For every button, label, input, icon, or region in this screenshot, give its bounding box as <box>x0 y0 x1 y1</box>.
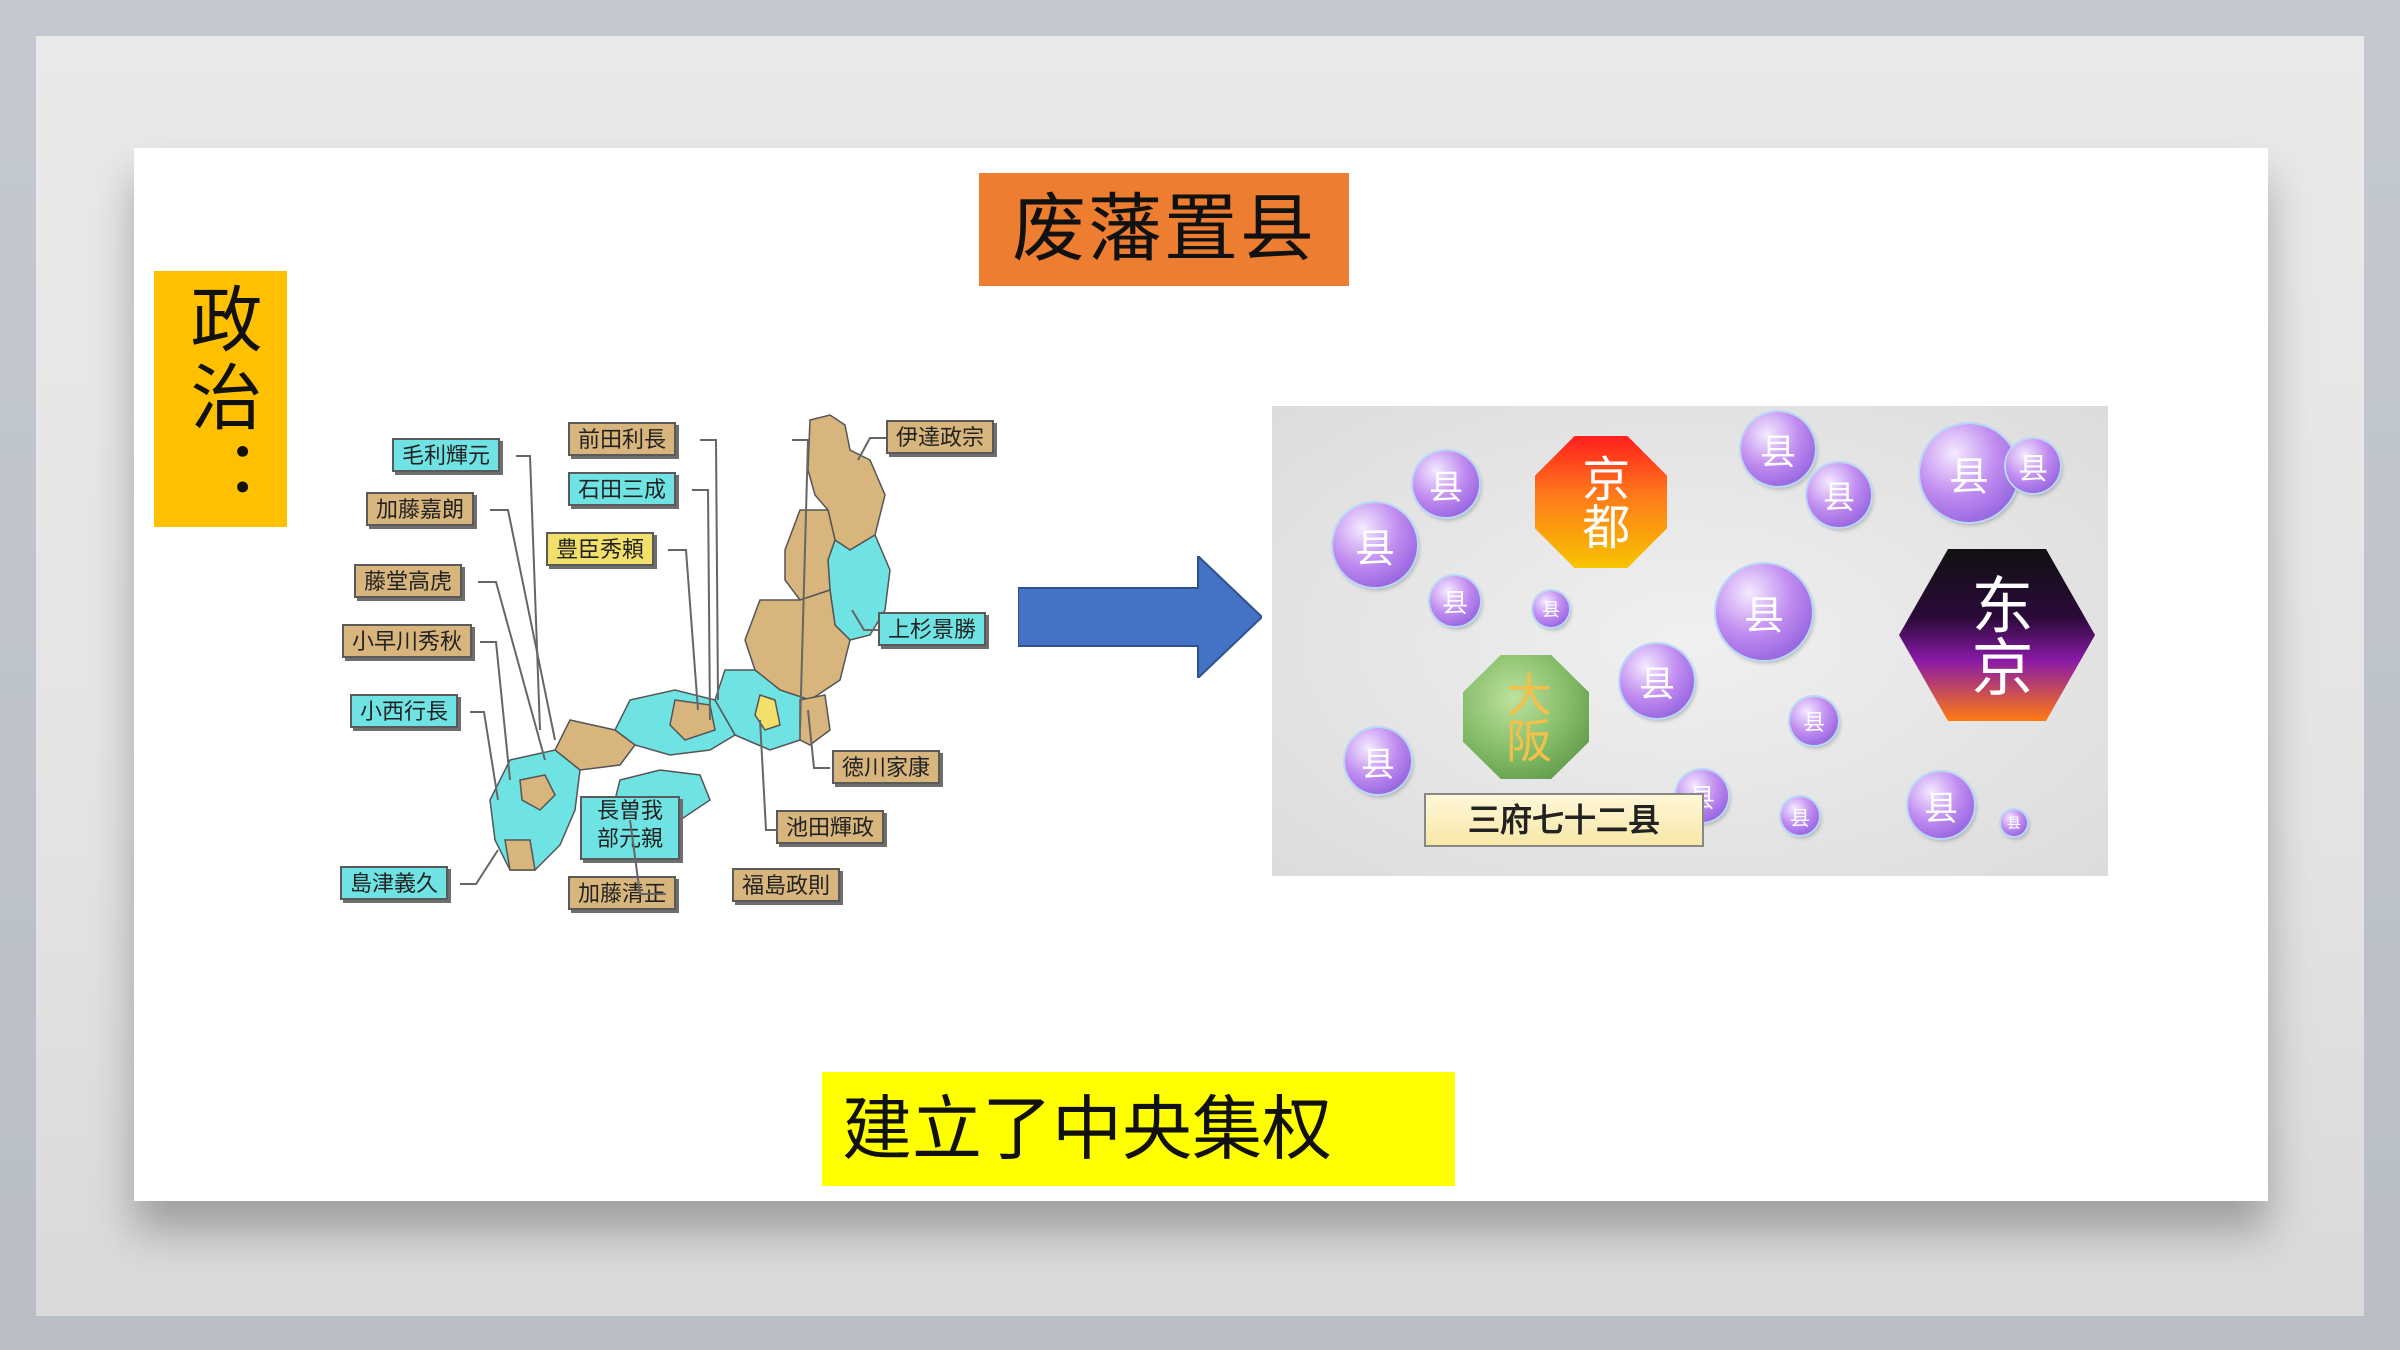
right-arrow-icon <box>1018 556 1262 678</box>
map-label-tokugawa: 徳川家康 <box>832 750 941 784</box>
ken-bubble: 县 <box>1533 591 1569 627</box>
side-label: 政治： <box>154 271 287 527</box>
kyoto-prefecture: 京都 <box>1535 436 1667 568</box>
map-label-uesugi: 上杉景勝 <box>878 612 987 646</box>
conclusion-text: 建立了中央集权 <box>822 1072 1455 1186</box>
map-label-mori: 毛利輝元 <box>392 438 501 472</box>
map-label-maeda: 前田利長 <box>568 422 677 456</box>
prefecture-summary-label: 三府七十二县 <box>1424 793 1704 847</box>
ken-bubble: 县 <box>1807 463 1871 527</box>
map-label-kobayakawa: 小早川秀秋 <box>342 624 473 658</box>
ken-bubble: 县 <box>1781 797 1819 835</box>
map-label-todo: 藤堂高虎 <box>354 564 463 598</box>
map-label-fukushima: 福島政則 <box>732 868 841 902</box>
ken-bubble: 县 <box>1333 503 1417 587</box>
map-label-chosokabe: 長曽我部元親 <box>580 796 680 860</box>
japan-map-drawing <box>489 414 891 871</box>
ken-bubble: 县 <box>1430 576 1480 626</box>
japan-map: 毛利輝元 加藤嘉朗 藤堂高虎 小早川秀秋 小西行長 島津義久 前田利長 石田三成… <box>330 400 1010 920</box>
ken-bubble: 县 <box>1908 772 1974 838</box>
ken-bubble: 县 <box>1620 644 1694 718</box>
osaka-prefecture: 大阪 <box>1463 655 1589 779</box>
ken-bubble: 县 <box>1920 424 2018 522</box>
ken-bubble: 县 <box>2001 810 2027 836</box>
slide-title: 废藩置县 <box>979 173 1349 286</box>
ken-bubble: 县 <box>1790 697 1838 745</box>
map-label-ishida: 石田三成 <box>568 472 677 506</box>
ken-bubble: 县 <box>1345 728 1411 794</box>
map-leader-lines <box>460 437 886 895</box>
map-label-konishi: 小西行長 <box>350 694 459 728</box>
ken-bubble: 县 <box>1716 564 1812 660</box>
map-label-shimazu: 島津義久 <box>340 866 449 900</box>
map-label-date: 伊達政宗 <box>886 420 995 454</box>
ken-bubble: 县 <box>1413 451 1479 517</box>
map-label-ikeda: 池田輝政 <box>776 810 885 844</box>
ken-bubble: 县 <box>1741 412 1815 486</box>
map-label-kato-yoshiaki: 加藤嘉朗 <box>366 492 475 526</box>
map-label-toyotomi: 豊臣秀頼 <box>546 532 655 566</box>
ken-bubble: 县 <box>2006 439 2060 493</box>
